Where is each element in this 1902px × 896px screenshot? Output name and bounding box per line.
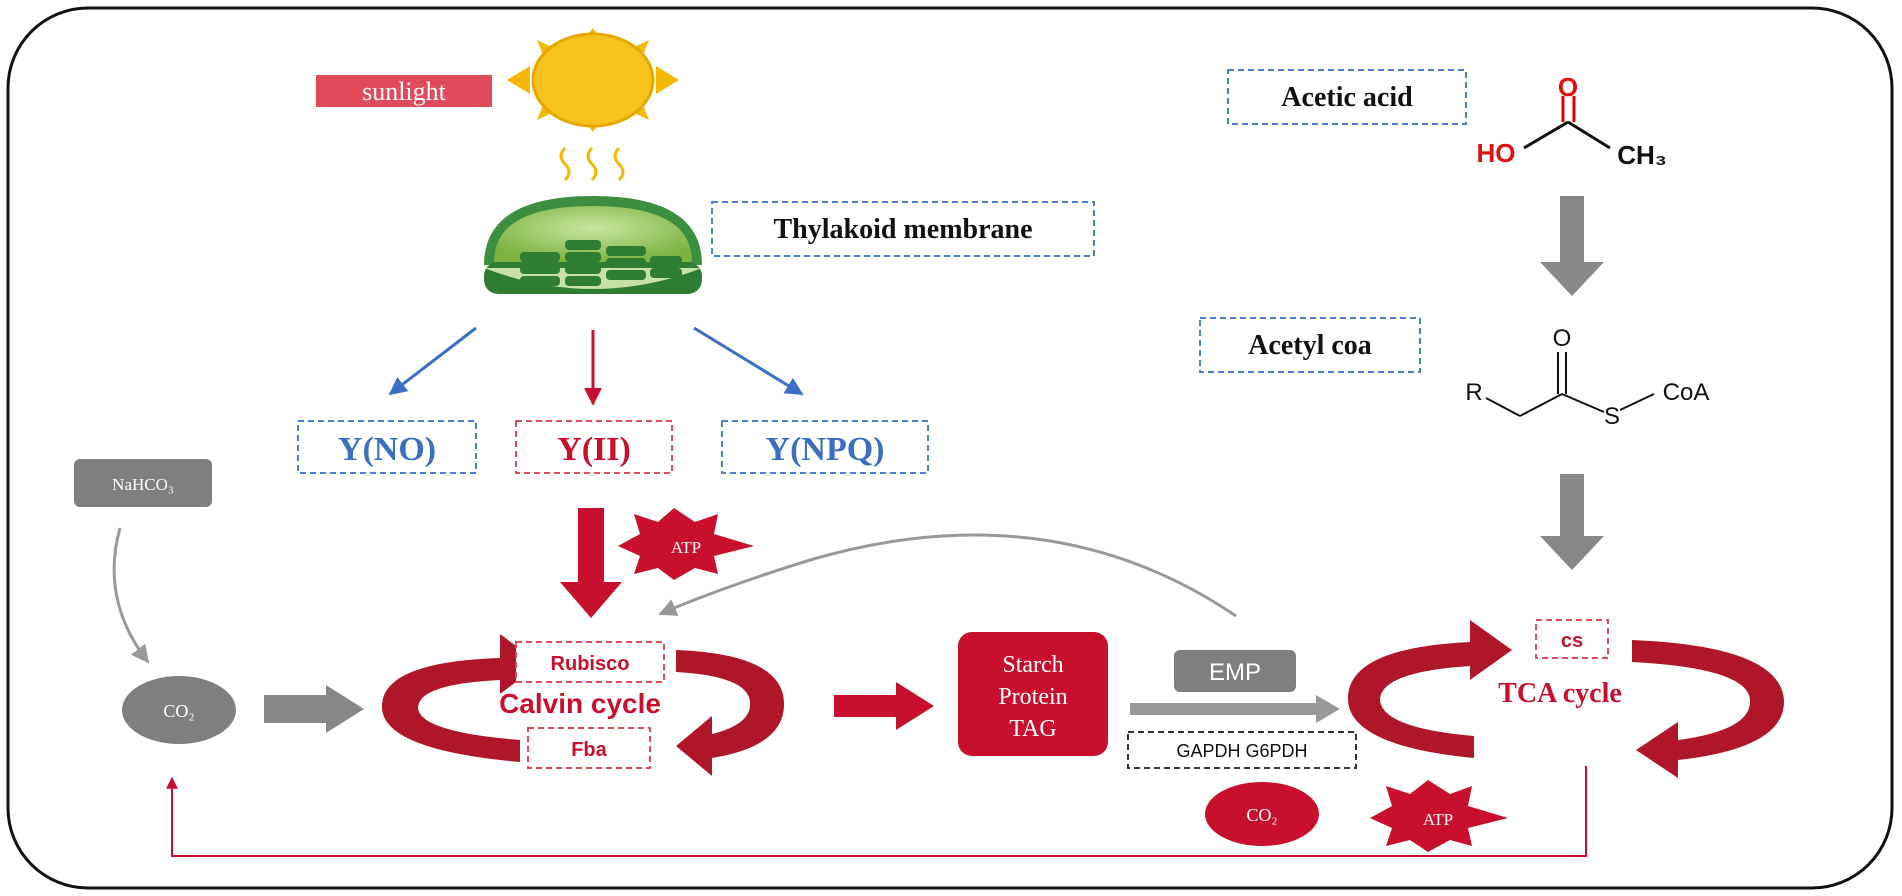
- yno-label: Y(NO): [338, 431, 436, 468]
- yno-box: [297, 420, 477, 474]
- acetyl-r-label: R: [1465, 379, 1482, 406]
- enzymes-label: GAPDH G6PDH: [1176, 741, 1307, 761]
- nahco3-box: [74, 459, 212, 507]
- tca-cycle-arrows: [1347, 620, 1785, 778]
- acetic-ho-label: HO: [1477, 138, 1516, 168]
- thylakoid-label-box: [711, 201, 1095, 257]
- calvin-label: Calvin cycle: [499, 688, 661, 719]
- thylakoid-label: Thylakoid membrane: [773, 214, 1032, 245]
- starch-label: Starch: [1002, 652, 1063, 678]
- acetic-ch3-label: CH₃: [1617, 140, 1667, 170]
- acetic-acid-box: [1227, 69, 1467, 125]
- ynpq-box: [721, 420, 929, 474]
- atp-bottom-star: [1370, 780, 1508, 852]
- tca-label: TCA cycle: [1498, 678, 1622, 709]
- acetic-acid-label: Acetic acid: [1281, 82, 1413, 113]
- fba-box: [527, 727, 651, 769]
- tag-label: TAG: [1009, 716, 1056, 742]
- arrow-yii-to-calvin: [560, 508, 622, 618]
- arrow-acetic-to-acetylcoa: [1540, 196, 1604, 296]
- sunlight-label-box: [316, 75, 492, 107]
- arrow-calvin-to-starch: [834, 682, 934, 730]
- arrow-emp-to-calvin: [658, 533, 1237, 618]
- cs-label: cs: [1561, 630, 1583, 652]
- arrow-to-yno: [388, 326, 477, 396]
- co2-bottom-label: CO₂: [1246, 805, 1277, 825]
- cs-box: [1535, 619, 1609, 659]
- atp-top-star: [618, 508, 754, 580]
- outer-frame: [6, 6, 1894, 890]
- arrow-storage-to-tca: [1130, 695, 1340, 723]
- storage-box: [958, 632, 1108, 756]
- acetyl-coa-structure: [1485, 352, 1655, 417]
- co2-return-line: [166, 766, 1587, 857]
- acetic-o-label: O: [1558, 72, 1578, 102]
- co2-left-ellipse: [122, 676, 236, 744]
- arrow-nahco3-to-co2: [112, 527, 150, 664]
- co2-bottom-ellipse: [1205, 782, 1319, 846]
- acetyl-s-label: S: [1604, 403, 1620, 430]
- nahco3-label: NaHCO₃: [112, 475, 174, 494]
- atp-bottom-label: ATP: [1423, 810, 1453, 829]
- protein-label: Protein: [998, 684, 1067, 710]
- acetyl-coa-box: [1199, 317, 1421, 373]
- ynpq-label: Y(NPQ): [766, 431, 885, 468]
- acetyl-o-label: O: [1553, 325, 1572, 352]
- emp-label: EMP: [1209, 659, 1261, 686]
- arrow-to-ynpq: [693, 326, 804, 396]
- co2-left-label: CO₂: [163, 701, 194, 721]
- yii-label: Y(II): [557, 431, 631, 468]
- sunlight-label: sunlight: [362, 77, 447, 106]
- fba-label: Fba: [571, 739, 607, 761]
- atp-top-label: ATP: [671, 538, 701, 557]
- enzymes-box: [1127, 731, 1357, 769]
- arrow-acetylcoa-to-tca: [1540, 474, 1604, 570]
- yii-box: [515, 420, 673, 474]
- rubisco-label: Rubisco: [551, 653, 630, 675]
- rubisco-box: [515, 641, 665, 683]
- acetyl-coa-label: Acetyl coa: [1248, 330, 1372, 361]
- chloroplast-icon: [484, 196, 702, 294]
- acetic-acid-structure: [1523, 96, 1611, 150]
- calvin-cycle-arrows: [381, 634, 785, 776]
- acetyl-coa-chem-label: CoA: [1663, 379, 1710, 406]
- arrow-co2-to-calvin: [264, 685, 364, 733]
- sun-icon: [507, 28, 679, 132]
- light-rays-icon: [559, 146, 625, 182]
- emp-box: [1174, 650, 1296, 692]
